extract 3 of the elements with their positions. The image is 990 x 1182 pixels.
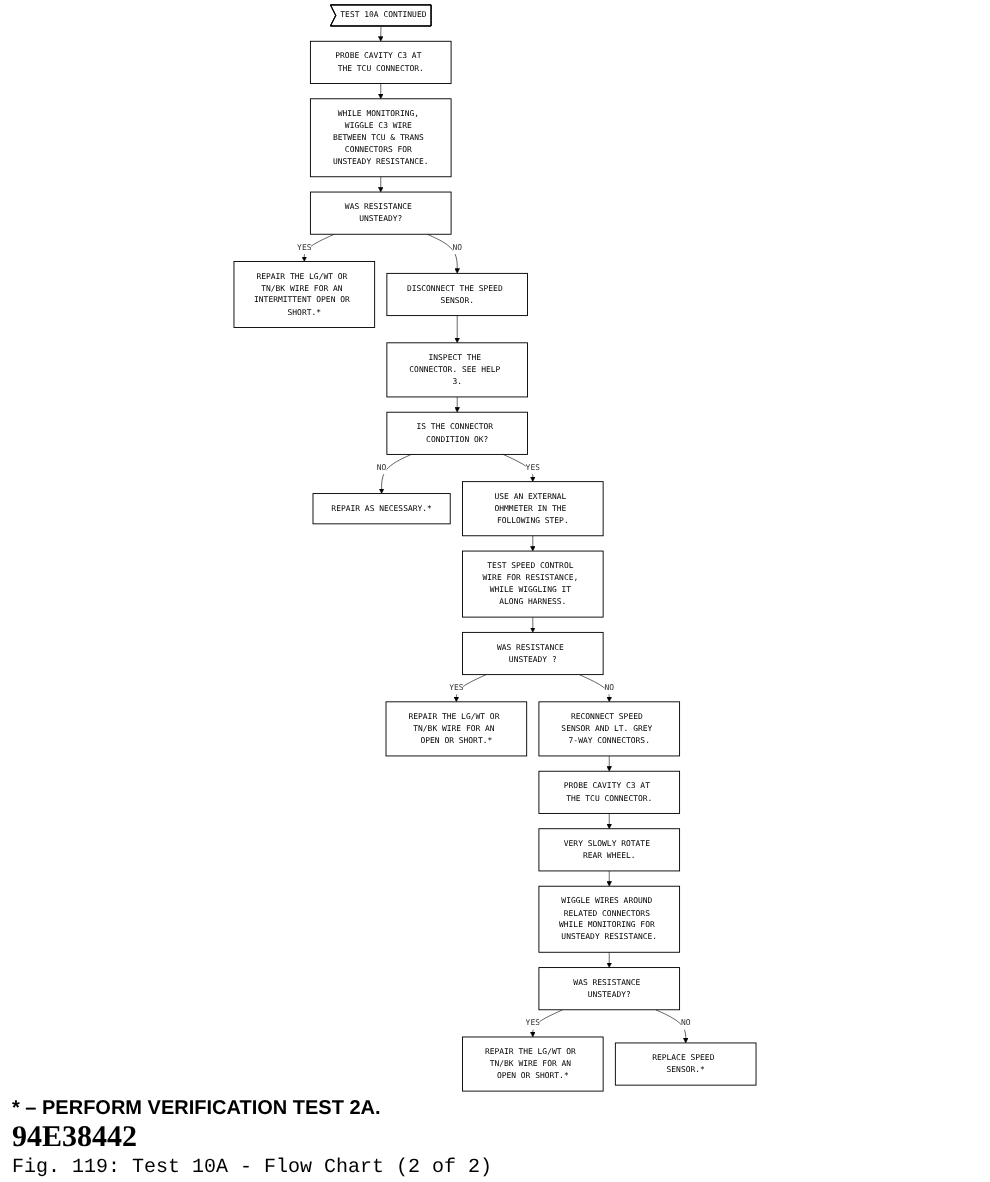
footnote: * – PERFORM VERIFICATION TEST 2A. xyxy=(12,1098,383,1120)
caption: Fig. 119: Test 10A - Flow Chart (2 of 2) xyxy=(12,1158,495,1180)
figure-number: 94E38442 xyxy=(12,1122,140,1156)
